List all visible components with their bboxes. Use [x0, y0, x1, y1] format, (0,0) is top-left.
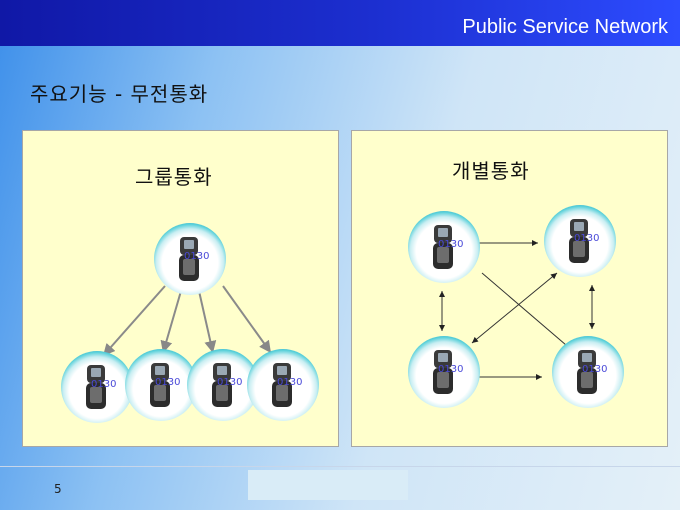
- group-link-3: [198, 290, 217, 354]
- header-title: Public Service Network: [462, 16, 668, 38]
- footer-box: [248, 470, 408, 500]
- phone-icon: [212, 363, 232, 407]
- radio-node: 0130: [408, 336, 480, 408]
- group-call-panel: 그룹통화 0130 0130: [22, 130, 339, 447]
- phone-icon: [433, 225, 453, 269]
- radio-node: 0130: [408, 211, 480, 283]
- footer-divider: [0, 466, 680, 467]
- page-number: 5: [54, 482, 62, 496]
- individual-link-diagonal-2: [471, 272, 558, 344]
- phone-icon: [86, 365, 106, 409]
- node-label: 0130: [574, 233, 600, 244]
- radio-node: 0130: [247, 349, 319, 421]
- individual-call-panel: 개별통화 0130 013: [351, 130, 668, 447]
- node-label: 0130: [91, 379, 117, 390]
- phone-icon: [433, 350, 453, 394]
- group-link-4: [222, 285, 272, 354]
- header-bar: Public Service Network: [0, 0, 680, 46]
- radio-node: 0130: [552, 336, 624, 408]
- node-label: 0130: [184, 251, 210, 262]
- phone-icon: [179, 237, 199, 281]
- phone-icon: [569, 219, 589, 263]
- node-label: 0130: [438, 239, 464, 250]
- node-label: 0130: [155, 377, 181, 388]
- group-link-1: [102, 285, 166, 357]
- phone-icon: [577, 350, 597, 394]
- node-label: 0130: [277, 377, 303, 388]
- group-link-2: [160, 290, 182, 354]
- radio-node: 0130: [125, 349, 197, 421]
- phone-icon: [272, 363, 292, 407]
- group-call-links: [102, 285, 272, 357]
- radio-node: 0130: [544, 205, 616, 277]
- node-label: 0130: [217, 377, 243, 388]
- group-call-title: 그룹통화: [135, 165, 213, 189]
- individual-call-links: [439, 240, 595, 380]
- node-label: 0130: [582, 364, 608, 375]
- phone-icon: [150, 363, 170, 407]
- radio-node: 0130: [61, 351, 133, 423]
- node-label: 0130: [438, 364, 464, 375]
- slide-subtitle: 주요기능 - 무전통화: [30, 82, 209, 106]
- individual-call-title: 개별통화: [452, 159, 530, 183]
- radio-node: 0130: [154, 223, 226, 295]
